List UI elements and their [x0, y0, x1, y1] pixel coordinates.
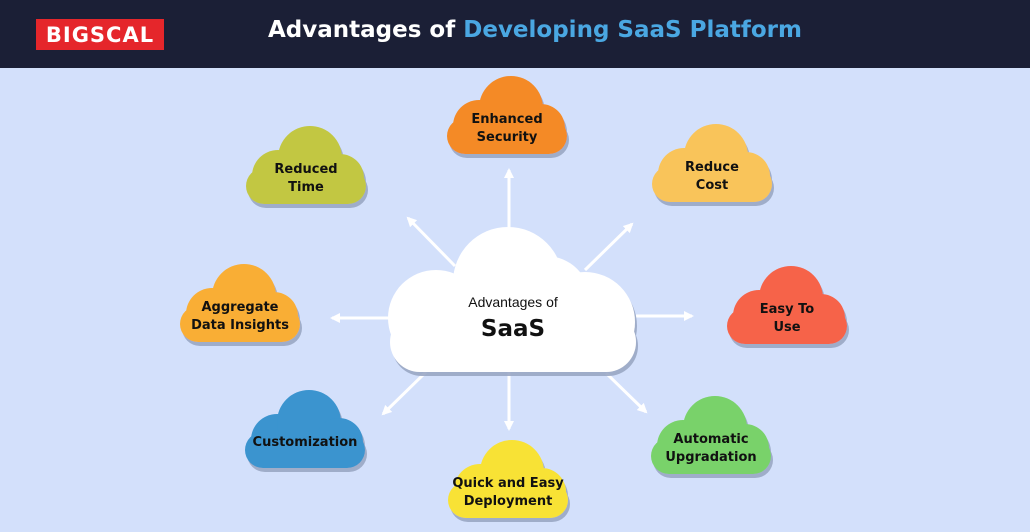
cloud-label-line: Cost: [696, 178, 728, 193]
cloud-label-line: Quick and Easy: [452, 476, 564, 491]
arrow-to-reduce-cost: [583, 222, 634, 272]
cloud-reduce-cost: [652, 124, 772, 202]
page-title: Advantages of Developing SaaS Platform: [268, 17, 802, 43]
header-bar: BIGSCAL Advantages of Developing SaaS Pl…: [0, 0, 1030, 68]
cloud-label-line: Reduced: [274, 162, 337, 177]
cloud-label-line: Enhanced: [471, 112, 542, 127]
cloud-label-line: Aggregate: [201, 300, 278, 315]
cloud-label-line: Easy To: [760, 302, 815, 317]
center-cloud-group: Advantages of SaaS: [388, 227, 636, 372]
cloud-aggregate-data-insights: [180, 264, 300, 342]
cloud-label-line: Time: [288, 180, 324, 195]
cloud-label-line: Deployment: [464, 494, 553, 509]
cloud-customization: [245, 390, 365, 468]
cloud-label-line: Security: [477, 130, 538, 145]
cloud-label-line: Upgradation: [665, 450, 756, 465]
cloud-easy-to-use: [727, 266, 847, 344]
cloud-label-line: Automatic: [673, 432, 748, 447]
cloud-label-line: Customization: [253, 435, 358, 450]
bigscal-logo[interactable]: BIGSCAL: [36, 19, 164, 50]
cloud-label-line: Reduce: [685, 160, 739, 175]
cloud-label-customization: Customization: [253, 435, 358, 450]
cloud-quick-and-easy-deployment: [448, 440, 568, 518]
cloud-label-line: Use: [773, 320, 800, 335]
cloud-enhanced-security: [447, 76, 567, 154]
arrow-to-customization: [381, 370, 428, 416]
cloud-label-easy-to-use: Easy To Use: [760, 302, 815, 335]
center-label-line2: SaaS: [481, 316, 545, 342]
cloud-label-line: Data Insights: [191, 318, 289, 333]
cloud-reduced-time: [246, 126, 366, 204]
title-prefix: Advantages of: [268, 17, 464, 43]
cloud-automatic-upgradation: [651, 396, 771, 474]
arrows-group: [330, 168, 694, 431]
arrow-to-automatic-upgradation: [604, 371, 648, 414]
center-cloud: [388, 227, 636, 372]
title-accent: Developing SaaS Platform: [463, 17, 802, 43]
arrow-to-reduced-time: [406, 216, 457, 268]
center-label-line1: Advantages of: [468, 294, 558, 310]
